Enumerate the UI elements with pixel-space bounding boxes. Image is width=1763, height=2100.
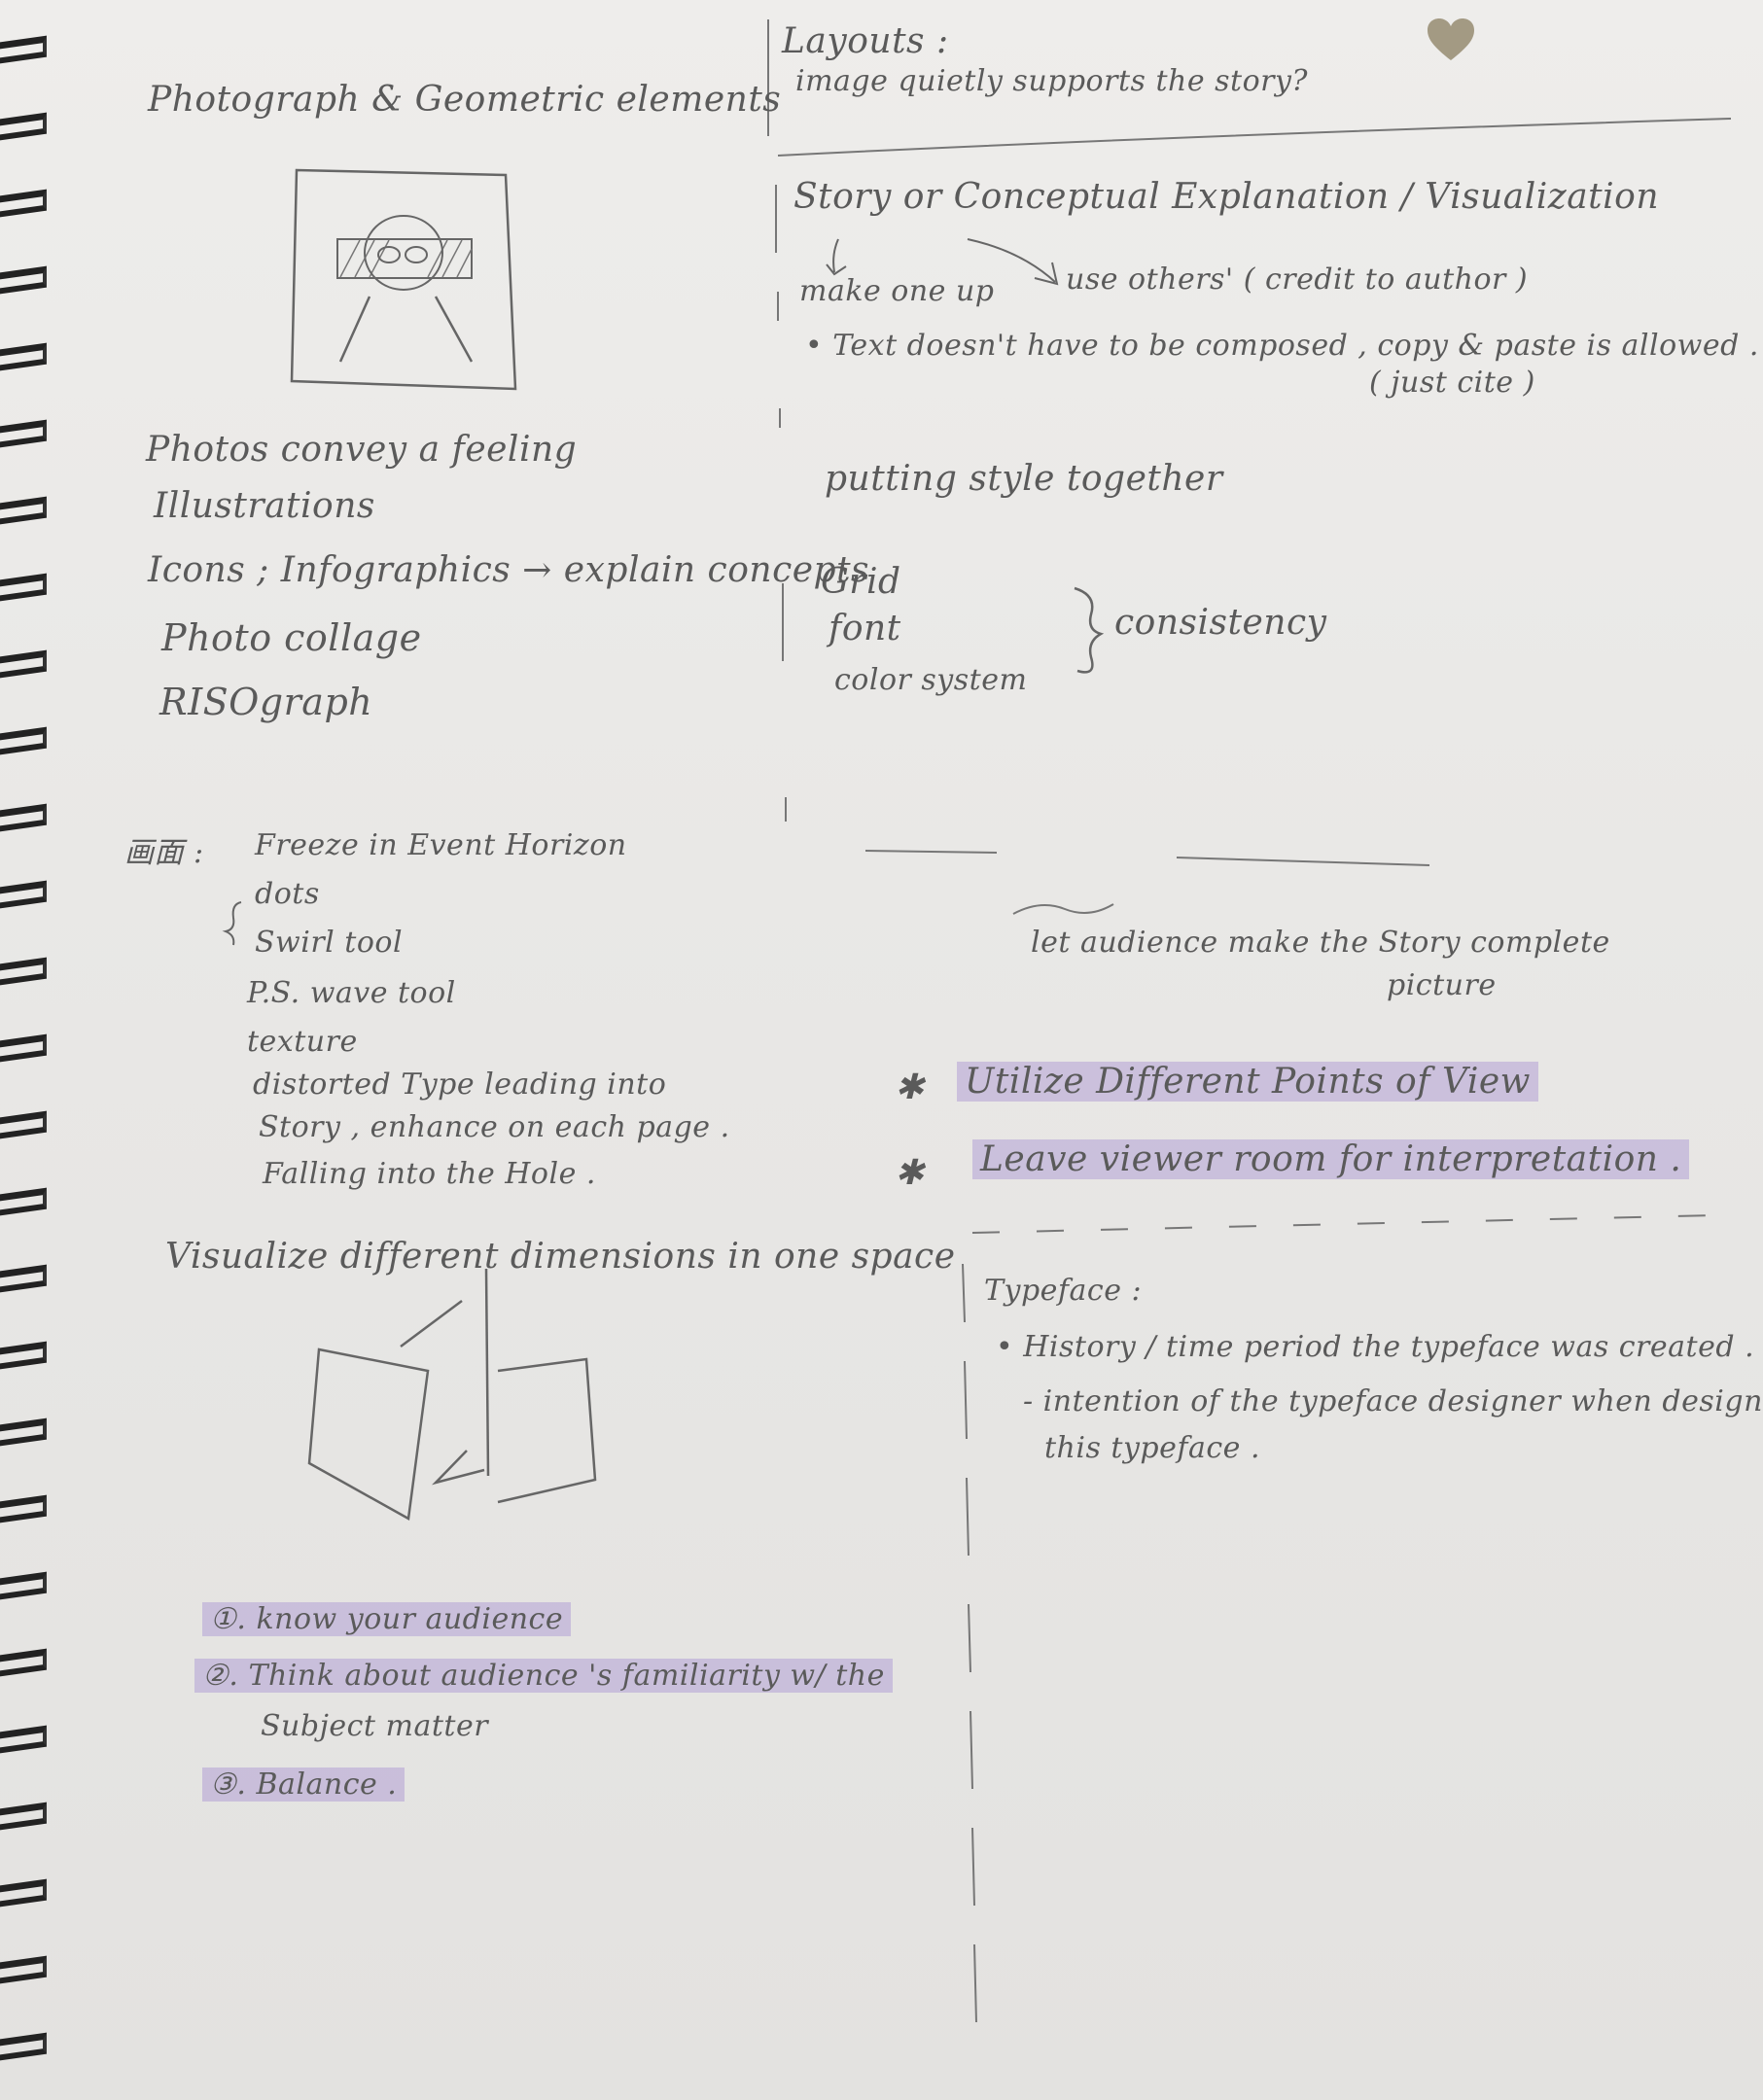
short-rule-1 — [864, 850, 998, 854]
text-note: • Text doesn't have to be composed , cop… — [805, 329, 1759, 363]
scene-item: Freeze in Event Horizon — [255, 828, 627, 862]
numbered-item: ③. Balance . — [202, 1768, 405, 1802]
scene-item: Swirl tool — [255, 926, 404, 960]
heart-icon — [1428, 18, 1474, 60]
consistency-item: Grid — [821, 562, 901, 602]
highlighted-point: Leave viewer room for interpretation . — [972, 1139, 1690, 1179]
highlight: ②. Think about audience 's familiarity w… — [194, 1659, 893, 1693]
arrow-down — [826, 238, 847, 276]
consistency-item: font — [829, 609, 901, 648]
scene-item: dots — [255, 877, 320, 911]
section-heading: Photograph & Geometric elements — [148, 80, 782, 120]
scene-item: Falling into the Hole . — [263, 1157, 596, 1191]
scene-item: distorted Type leading into — [253, 1068, 667, 1102]
short-rule-2 — [1176, 857, 1430, 866]
layouts-subtitle: image quietly supports the story? — [795, 64, 1308, 98]
dashed-divider — [971, 1214, 1717, 1234]
list-item: Photos convey a feeling — [146, 430, 578, 470]
numbered-item: ②. Think about audience 's familiarity w… — [194, 1659, 893, 1693]
arrow-right — [967, 238, 1059, 286]
list-item: RISOgraph — [159, 681, 373, 723]
story-line: Story or Conceptual Explanation / Visual… — [793, 177, 1660, 217]
scene-label: 画面 : — [124, 836, 204, 870]
list-item: Illustrations — [154, 486, 375, 526]
consistency-item: color system — [834, 663, 1028, 697]
numbered-item: ①. know your audience — [202, 1602, 572, 1636]
scene-item: Story , enhance on each page . — [259, 1110, 730, 1144]
dimensions-sketch — [307, 1268, 597, 1521]
make-one-up: make one up — [799, 274, 995, 308]
putting-style: putting style together — [825, 459, 1223, 499]
tilde-mark — [1012, 903, 1114, 915]
layouts-title: Layouts : — [782, 21, 949, 61]
use-others: use others' ( credit to author ) — [1066, 262, 1529, 297]
section-rule — [777, 118, 1732, 157]
typeface-note: this typeface . — [1044, 1431, 1260, 1465]
scene-item: texture — [247, 1025, 358, 1059]
brace-consistency — [1074, 586, 1105, 674]
asterisk-icon: ✱ — [895, 1068, 925, 1107]
highlight: Leave viewer room for interpretation . — [972, 1139, 1690, 1179]
consistency-label: consistency — [1114, 603, 1327, 643]
typeface-note: • History / time period the typeface was… — [996, 1330, 1755, 1364]
dimensions-heading: Visualize different dimensions in one sp… — [165, 1237, 956, 1277]
audience-note-2: picture — [1387, 968, 1497, 1002]
highlight: ①. know your audience — [202, 1602, 572, 1636]
scene-item: P.S. wave tool — [247, 976, 456, 1010]
highlighted-point: Utilize Different Points of View — [957, 1062, 1538, 1102]
typeface-note: - intention of the typeface designer whe… — [1023, 1384, 1763, 1418]
just-cite: ( just cite ) — [1369, 366, 1535, 400]
highlight: ③. Balance . — [202, 1768, 405, 1802]
list-item: Icons ; Infographics → explain concepts — [148, 550, 870, 590]
typeface-title: Typeface : — [984, 1274, 1143, 1308]
column-divider — [767, 19, 977, 2023]
list-item: Photo collage — [161, 616, 422, 659]
numbered-item: Subject matter — [261, 1709, 489, 1743]
photo-frame-sketch — [290, 168, 517, 391]
brace-left — [222, 901, 242, 946]
highlight: Utilize Different Points of View — [957, 1062, 1538, 1102]
audience-note: let audience make the Story complete — [1031, 926, 1610, 960]
asterisk-icon: ✱ — [895, 1153, 925, 1193]
